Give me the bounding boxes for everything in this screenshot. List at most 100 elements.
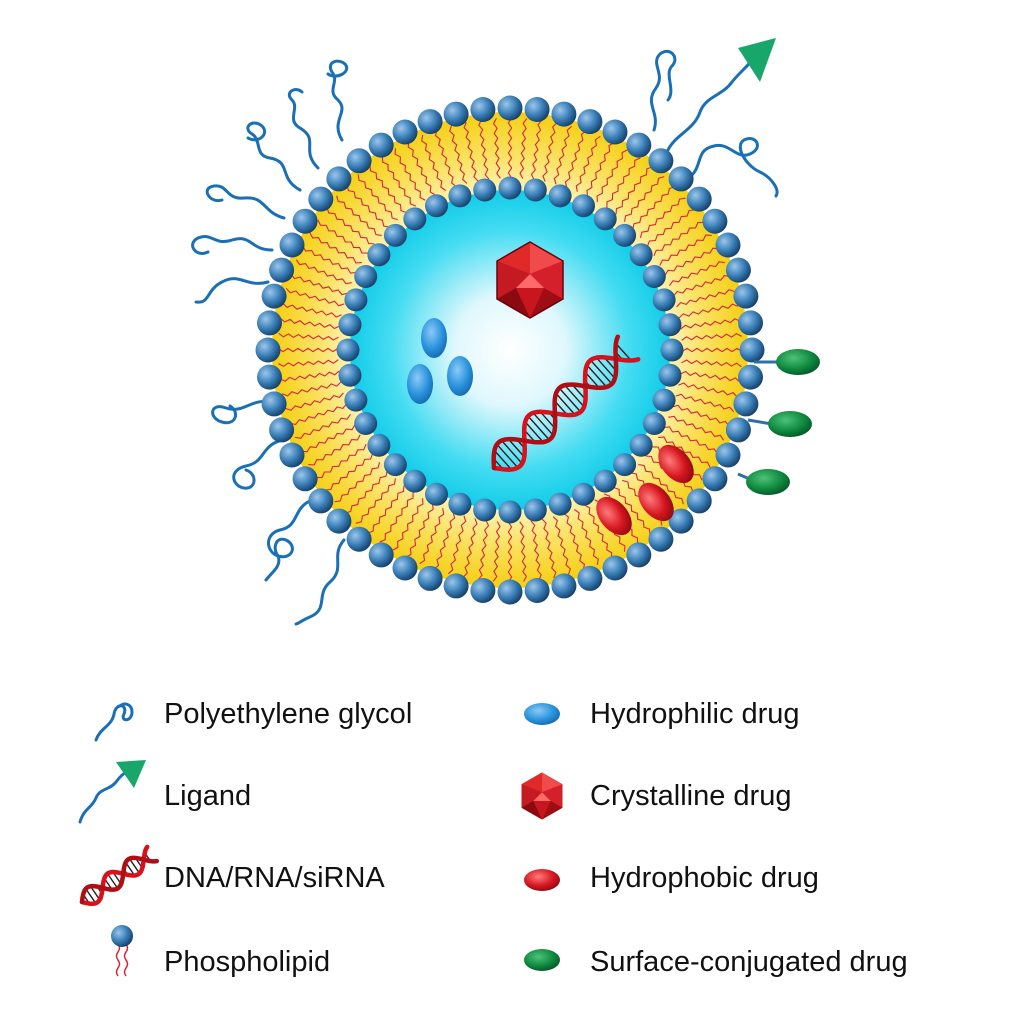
phospholipid-head — [261, 391, 287, 417]
lipid-tail — [336, 195, 382, 236]
phospholipid-head — [524, 97, 550, 122]
lipid-tail — [584, 504, 613, 559]
phospholipid-head — [523, 498, 547, 522]
peg-chains — [191, 49, 779, 626]
phospholipid-head — [548, 184, 572, 208]
lipid-tail — [638, 464, 684, 505]
hydrophobic-drug — [638, 482, 674, 522]
phospholipid-head — [733, 283, 759, 309]
dna-rung — [527, 415, 550, 441]
lipid-tail — [309, 232, 362, 264]
phospholipid-head — [354, 265, 378, 288]
peg-chain — [211, 399, 274, 425]
lipid-tail — [449, 125, 468, 184]
phospholipid-head — [470, 578, 496, 603]
peg-chain — [246, 121, 302, 192]
phospholipid-head — [344, 288, 368, 312]
lipid-tail — [615, 166, 653, 215]
lipid-tail — [282, 302, 342, 318]
dna-helix-icon — [79, 844, 160, 907]
phospholipid-head — [702, 466, 728, 492]
phospholipid-head — [448, 492, 472, 516]
phospholipid-head — [403, 469, 427, 493]
dna-strand — [79, 844, 150, 907]
lipid-tail — [530, 119, 543, 180]
lipid-tail — [553, 125, 572, 185]
phospholipid-head — [403, 207, 427, 231]
lipid-tail — [302, 245, 357, 274]
peg-chain — [264, 498, 314, 582]
hydrophobic-drug — [596, 496, 632, 536]
dna-rung — [89, 885, 101, 901]
phospholipid-head — [577, 565, 603, 591]
phospholipid-head — [572, 482, 595, 506]
phospholipid-head — [668, 166, 694, 192]
phospholipid-head — [652, 388, 676, 412]
lipid-tail — [492, 521, 501, 582]
lipid-tail — [379, 492, 414, 543]
phospholipid-head — [658, 313, 682, 337]
lipid-tail — [573, 509, 599, 566]
phospholipid-head — [279, 442, 305, 468]
lipid-tail — [492, 118, 501, 179]
ligand — [666, 38, 776, 152]
dna-rung — [615, 343, 632, 361]
phospholipid-head — [367, 433, 391, 457]
lipid-tail — [678, 382, 738, 398]
peg-chain — [194, 277, 270, 304]
lipid-tail — [279, 370, 340, 382]
ligand-arrowhead — [738, 38, 776, 82]
lipid-tail — [367, 485, 405, 534]
lipid-tail — [290, 273, 348, 296]
phospholipid-head — [425, 194, 448, 218]
phospholipid-head — [257, 310, 282, 336]
phospholipid-head — [524, 578, 550, 603]
phospholipid-icon — [111, 925, 133, 977]
ligand-arrow-icon — [78, 760, 146, 824]
lipid-tail — [421, 134, 447, 191]
dna-rung — [524, 421, 544, 443]
lipid-tail — [463, 121, 479, 182]
dna-rung — [539, 411, 556, 429]
dna-rung — [584, 371, 600, 389]
legend-label-phospholipid: Phospholipid — [164, 946, 331, 978]
hydrophobic-drugs — [596, 444, 694, 536]
hydrophilic-drugs — [407, 318, 473, 404]
phospholipid-head — [702, 208, 728, 234]
phospholipid-head — [602, 555, 628, 581]
phospholipid-head — [261, 283, 287, 309]
peg-chain — [686, 137, 779, 198]
legend-label-surface: Surface-conjugated drug — [590, 946, 908, 978]
lipid-tail — [675, 393, 735, 412]
peg-chain — [232, 438, 284, 490]
phospholipid-head — [548, 492, 572, 516]
legend-label-peg: Polyethylene glycol — [164, 698, 413, 730]
phospholipid-head — [326, 508, 352, 534]
phospholipid-head — [346, 148, 372, 174]
phospholipid-head — [392, 119, 418, 145]
phospholipid-head — [626, 542, 652, 568]
lipid-tail — [507, 521, 513, 583]
lipid-tail — [676, 289, 735, 308]
inner-phospholipid-heads — [336, 176, 684, 524]
lipid-tail — [477, 520, 490, 581]
lipid-tail — [317, 219, 368, 254]
phospholipid-head — [551, 573, 577, 599]
lipid-tail — [519, 118, 528, 179]
dna-strand — [491, 355, 641, 472]
phospholipid-head — [498, 500, 522, 524]
phospholipid-head — [629, 433, 653, 457]
lipid-tail — [530, 520, 542, 581]
lipid-tail — [381, 156, 417, 207]
phospholipid-head — [648, 526, 674, 552]
dna-rung — [558, 387, 582, 413]
surface-conjugated-drug — [768, 411, 812, 437]
lipid-tail — [448, 515, 467, 575]
peg-chain — [326, 59, 349, 142]
phospholipid-head — [292, 466, 318, 492]
peg-chain — [294, 538, 346, 626]
lipid-tail — [405, 503, 434, 558]
phospholipid-head — [417, 109, 443, 135]
phospholipid-head — [392, 555, 418, 581]
lipid-tail — [563, 512, 586, 571]
